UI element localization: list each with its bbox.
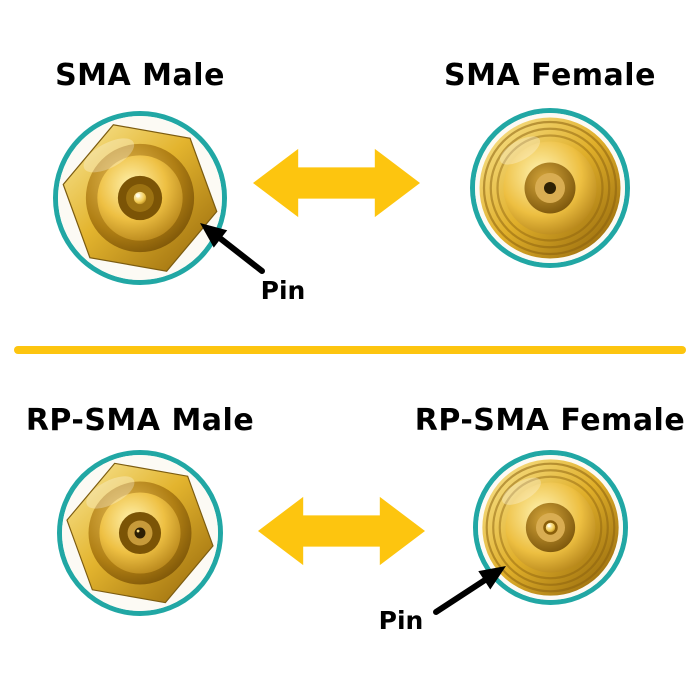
pin-label-top: Pin	[260, 276, 306, 305]
double-arrow-icon-bottom	[258, 496, 425, 566]
center-socket-icon	[544, 182, 556, 194]
rp-sma-female-photo	[478, 455, 623, 600]
rp-sma-male-photo	[62, 455, 218, 611]
highlight	[499, 136, 541, 165]
rp-sma-male-photo-circle	[57, 450, 223, 616]
thread-ring	[496, 134, 604, 242]
highlight	[502, 477, 541, 505]
center-pin-icon	[545, 522, 556, 533]
double-arrow-icon-top	[253, 148, 420, 218]
rp-sma-female-label: RP-SMA Female	[414, 403, 686, 438]
thread-ring	[485, 462, 616, 593]
center-pin-icon	[133, 191, 147, 205]
pin-label-bottom: Pin	[378, 606, 424, 635]
sma-female-photo	[475, 113, 625, 263]
rp-sma-male-label: RP-SMA Male	[25, 403, 255, 438]
sma-male-label: SMA Male	[55, 58, 225, 93]
sma-female-photo-circle	[470, 108, 630, 268]
pin-glint	[135, 193, 140, 198]
thread-ring	[498, 475, 603, 580]
thread-ring	[489, 127, 611, 249]
rp-sma-female-photo-circle	[473, 450, 628, 605]
sma-female-label: SMA Female	[444, 58, 656, 93]
pin-glint	[547, 524, 551, 528]
socket-glint	[136, 529, 140, 533]
sma-male-photo	[58, 116, 222, 280]
highlight	[83, 138, 135, 173]
divider-line	[14, 346, 686, 354]
center-socket-icon	[134, 527, 146, 539]
thread-ring	[492, 469, 609, 586]
highlight	[86, 476, 135, 509]
sma-male-photo-circle	[53, 111, 227, 285]
thread-ring	[482, 120, 618, 256]
